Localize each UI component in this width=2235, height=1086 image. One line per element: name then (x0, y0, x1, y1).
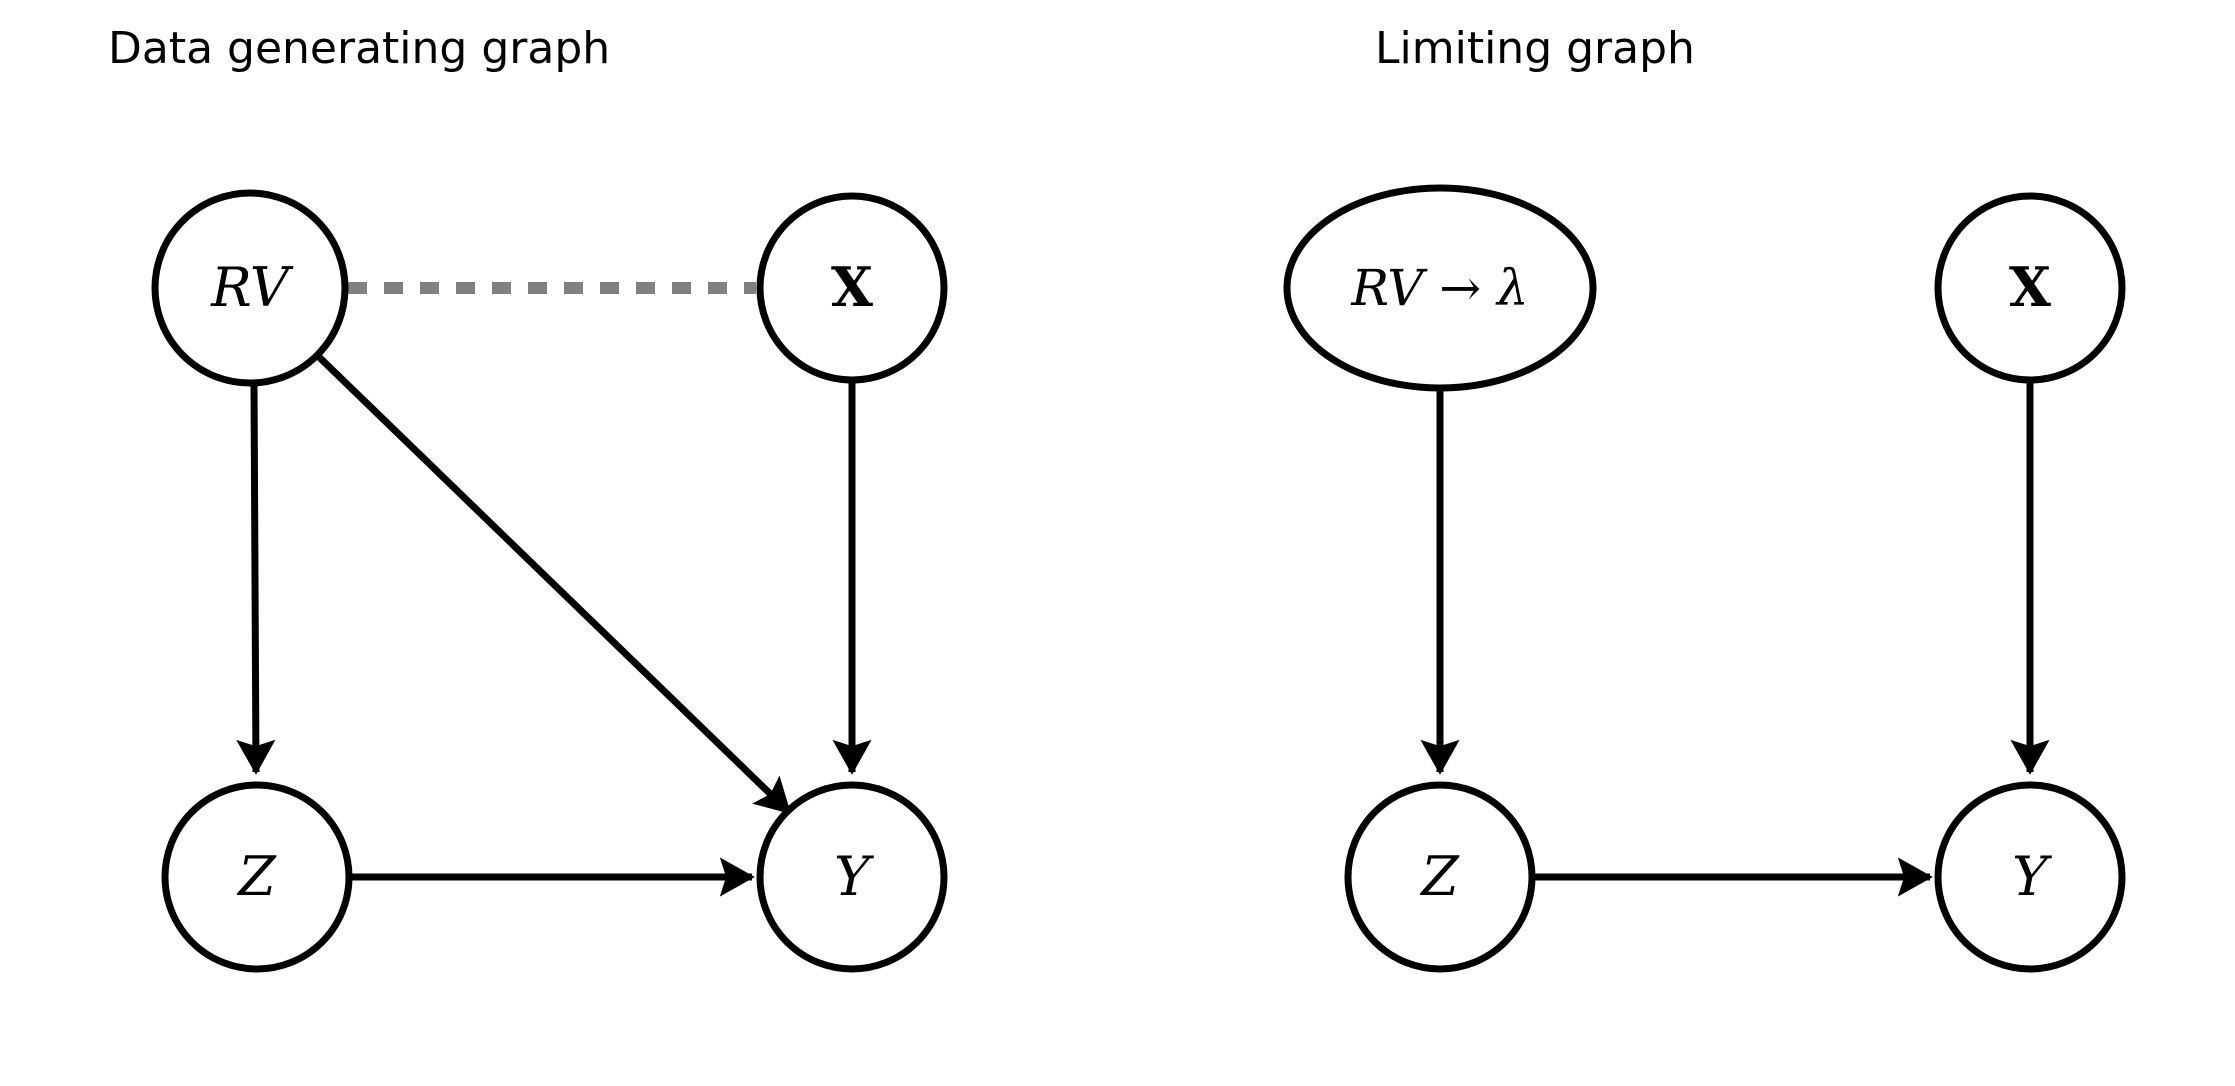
node-y[interactable]: Y (756, 781, 948, 973)
node-z[interactable]: Z (161, 781, 353, 973)
node-x-label: X (831, 255, 873, 319)
node-y-limiting-circle[interactable] (1934, 781, 2126, 973)
node-rv-lambda-ellipse[interactable] (1283, 184, 1597, 392)
node-x-limiting[interactable]: X (1934, 192, 2126, 384)
panel-limiting-graph: RV → λ X Z Y (1283, 184, 2126, 973)
node-x-limiting-label: X (2009, 255, 2051, 319)
node-z-limiting[interactable]: Z (1344, 781, 1536, 973)
node-rv[interactable]: RV (151, 189, 349, 387)
node-z-circle[interactable] (161, 781, 353, 973)
node-z-limiting-circle[interactable] (1344, 781, 1536, 973)
panel-data-generating-graph: RV X Z Y (151, 189, 948, 973)
node-y-label: Y (834, 845, 874, 908)
panel-title-limiting-graph: Limiting graph (1375, 23, 1695, 74)
node-x-circle[interactable] (756, 192, 948, 384)
edge-rv-to-y (316, 354, 792, 815)
edge-rv-to-z (236, 384, 276, 775)
node-y-circle[interactable] (756, 781, 948, 973)
node-y-limiting-label: Y (2012, 845, 2052, 908)
node-rv-lambda[interactable]: RV → λ (1283, 184, 1597, 392)
node-y-limiting[interactable]: Y (1934, 781, 2126, 973)
node-rv-lambda-label: RV → λ (1350, 259, 1528, 317)
node-z-limiting-label: Z (1419, 845, 1460, 908)
node-rv-label: RV (210, 256, 294, 319)
node-rv-circle[interactable] (151, 189, 349, 387)
node-x[interactable]: X (756, 192, 948, 384)
node-z-label: Z (236, 845, 277, 908)
panel-title-data-generating-graph: Data generating graph (108, 23, 611, 74)
node-x-limiting-circle[interactable] (1934, 192, 2126, 384)
